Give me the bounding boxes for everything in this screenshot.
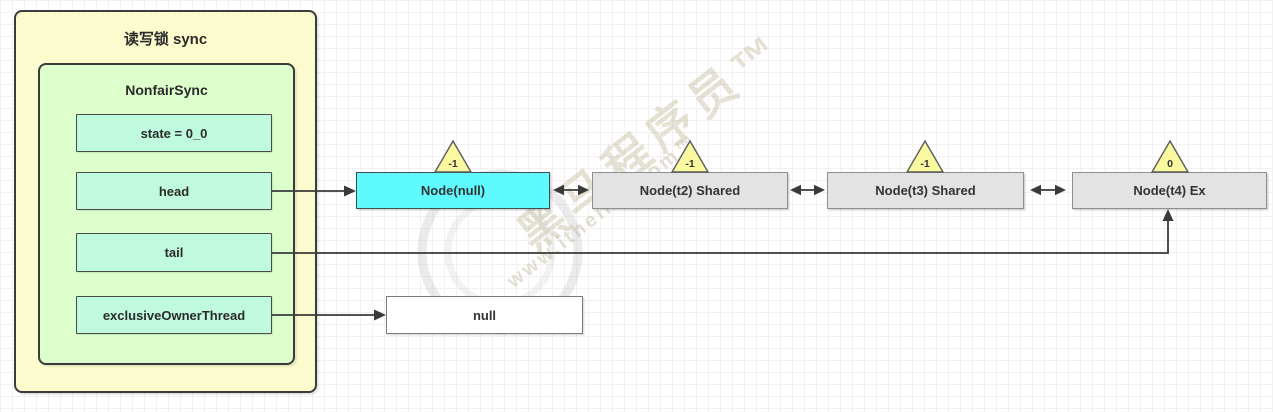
tail-pointer-line <box>272 209 1174 254</box>
wait-status-badge: -1 <box>670 139 710 173</box>
svg-text:-1: -1 <box>685 158 694 170</box>
node-t2-shared: Node(t2) Shared <box>592 172 788 209</box>
field-tail: tail <box>76 233 272 272</box>
null-value-box: null <box>386 296 583 334</box>
nonfairsync-title: NonfairSync <box>125 82 208 98</box>
node-t3-shared: Node(t3) Shared <box>827 172 1024 209</box>
wait-status-badge: -1 <box>905 139 945 173</box>
node-t4-ex: Node(t4) Ex <box>1072 172 1267 209</box>
svg-text:0: 0 <box>1167 158 1173 170</box>
node-null: Node(null) <box>356 172 550 209</box>
watermark-text: 黑马程序员™ <box>508 20 796 261</box>
field-state: state = 0_0 <box>76 114 272 152</box>
wait-status-badge: 0 <box>1150 139 1190 173</box>
wait-status-badge: -1 <box>433 139 473 173</box>
svg-text:-1: -1 <box>448 158 457 170</box>
svg-text:-1: -1 <box>920 158 929 170</box>
prev-next-link-1 <box>553 184 589 196</box>
field-head: head <box>76 172 272 210</box>
prev-next-link-2 <box>790 184 825 196</box>
field-exclusive-owner-thread: exclusiveOwnerThread <box>76 296 272 334</box>
sync-container-title: 读写锁 sync <box>123 31 208 48</box>
prev-next-link-3 <box>1030 184 1066 196</box>
